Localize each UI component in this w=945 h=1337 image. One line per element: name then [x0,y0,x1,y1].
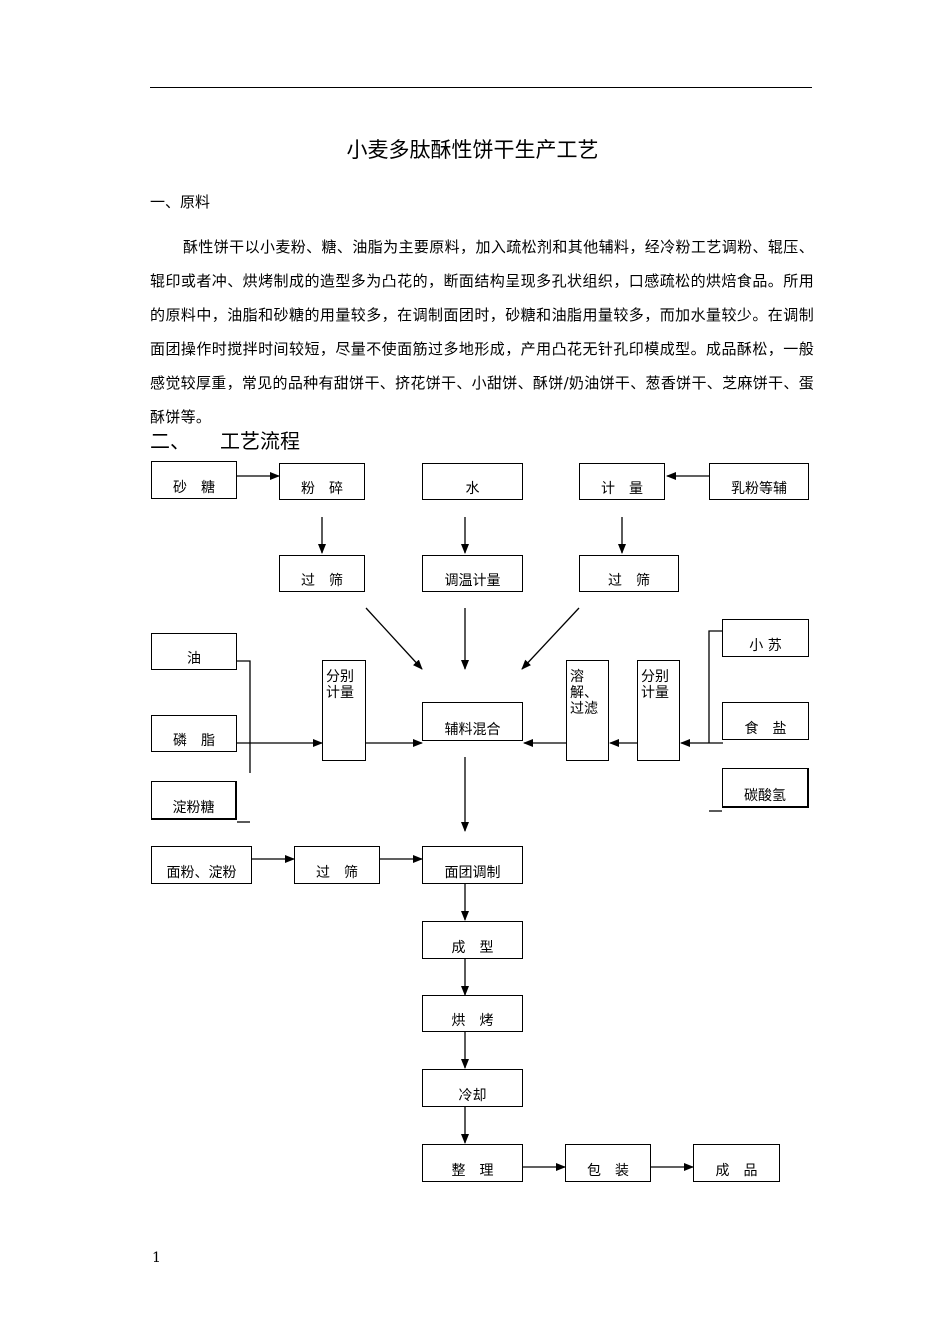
box-finished-product: 成 品 [693,1144,780,1182]
box-lecithin: 磷 脂 [151,715,237,752]
box-bicarbonate: 碳酸氢 [722,768,809,808]
box-measure: 计 量 [579,463,665,500]
page-number: 1 [152,1250,161,1266]
box-crush: 粉 碎 [279,463,365,500]
box-sieve-1: 过 筛 [279,555,365,592]
header-rule [150,87,812,88]
box-sieve-3: 过 筛 [294,846,380,884]
box-flour-starch: 面粉、淀粉 [151,846,252,884]
bracket-left [237,660,251,773]
section-heading-process: 二、 工艺流程 [150,425,330,454]
box-oil: 油 [151,633,237,670]
box-salt: 食 盐 [722,702,809,740]
box-sugar: 砂 糖 [151,461,237,499]
section-heading-materials: 一、原料 [150,193,211,211]
materials-paragraph: 酥性饼干以小麦粉、糖、油脂为主要原料，加入疏松剂和其他辅料，经冷粉工艺调粉、辊压… [150,238,814,426]
box-sieve-2: 过 筛 [579,555,679,592]
arrow-sieve1-mix [365,607,423,670]
box-aux-mix: 辅料混合 [422,702,523,741]
box-separate-measure-left: 分别计量 [322,660,366,761]
box-separate-measure-right: 分别计量 [637,660,680,761]
box-packing: 包 装 [565,1144,651,1182]
bracket-right [708,630,722,743]
box-dough-prep: 面团调制 [422,846,523,884]
section-title: 工艺流程 [220,429,300,453]
box-baking-soda: 小 苏 [722,619,809,657]
box-arrange: 整 理 [422,1144,523,1182]
document-title: 小麦多肽酥性饼干生产工艺 [346,138,599,162]
box-water: 水 [422,463,523,500]
section-number: 二、 [150,429,190,453]
box-forming: 成 型 [422,921,523,959]
box-dissolve-filter: 溶解、过滤 [566,660,609,761]
box-temp-measure: 调温计量 [422,555,523,592]
box-baking: 烘 烤 [422,995,523,1032]
arrow-sieve2-mix [521,607,580,670]
box-milk-powder: 乳粉等辅 [709,463,809,500]
box-cooling: 冷却 [422,1069,523,1107]
box-starch-syrup: 淀粉糖 [151,781,237,820]
